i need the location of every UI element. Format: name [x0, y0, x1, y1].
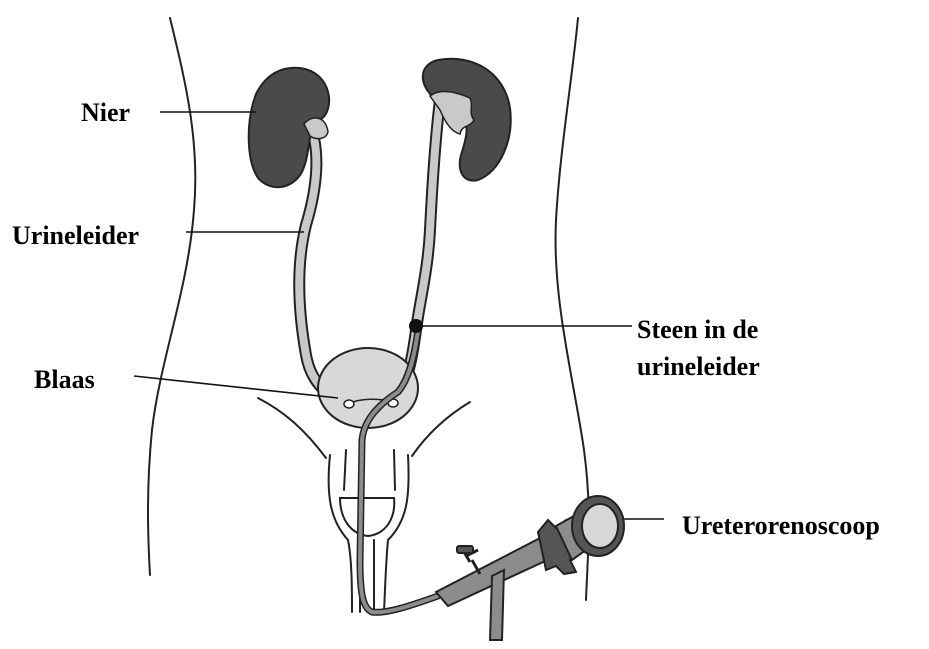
scope-handle: [490, 570, 504, 640]
label-ureter: Urineleider: [12, 221, 139, 250]
label-stone-line2: urineleider: [637, 352, 760, 381]
label-kidney: Nier: [81, 98, 130, 127]
glans: [340, 498, 394, 536]
groin-left: [258, 398, 326, 458]
penis-inner-right: [394, 450, 395, 490]
penis-left-edge: [329, 455, 352, 612]
penis-inner-left: [344, 450, 346, 490]
body-left-contour: [148, 18, 195, 575]
label-bladder: Blaas: [34, 365, 95, 394]
ureter-orifice-left: [344, 400, 354, 408]
penis-right-edge: [384, 455, 409, 612]
scope-eyepiece-lens: [582, 504, 618, 548]
groin-right: [412, 402, 470, 456]
leader-bladder: [134, 376, 338, 398]
ureter-stone: [409, 319, 423, 333]
label-stone-line1: Steen in de: [637, 315, 758, 344]
label-scope: Ureterorenoscoop: [682, 511, 880, 540]
scope-port-cap: [457, 546, 473, 553]
ureteroscope: [436, 496, 624, 640]
